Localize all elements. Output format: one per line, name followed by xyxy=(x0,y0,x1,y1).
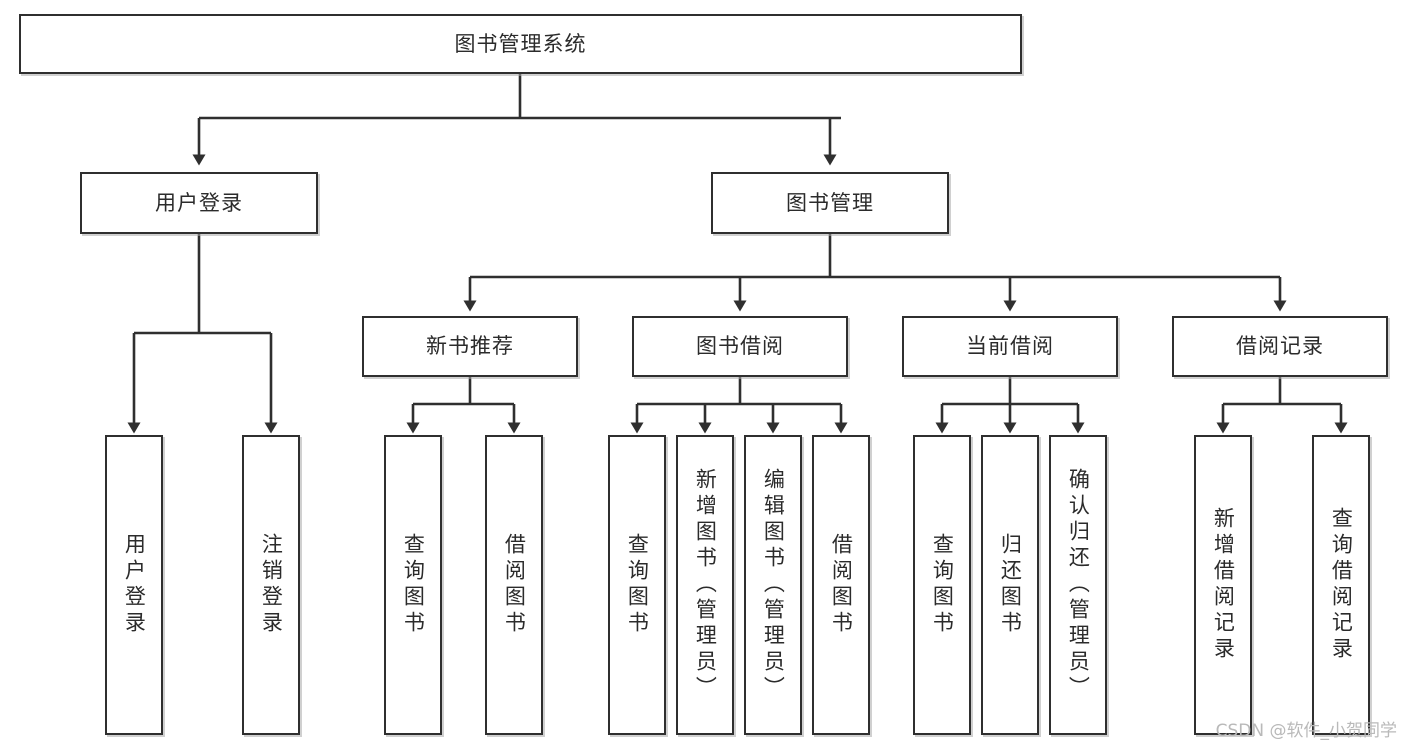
node-new-book-recommend[interactable]: 新书推荐 xyxy=(362,316,578,377)
node-book-management-label: 图书管理 xyxy=(786,190,874,215)
leaf-query-book-current[interactable]: 查询图书 xyxy=(913,435,971,735)
leaf-query-book-borrow-label: 查询图书 xyxy=(625,533,650,637)
leaf-add-book-admin[interactable]: 新增图书（管理员） xyxy=(676,435,734,735)
node-borrow-record-label: 借阅记录 xyxy=(1236,334,1324,359)
node-borrow-record[interactable]: 借阅记录 xyxy=(1172,316,1388,377)
leaf-logout-label: 注销登录 xyxy=(259,533,284,637)
leaf-query-book-current-label: 查询图书 xyxy=(930,533,955,637)
watermark: CSDN @软件_小贺同学 xyxy=(1215,721,1397,741)
node-user-login[interactable]: 用户登录 xyxy=(80,172,318,234)
leaf-add-book-admin-label: 新增图书（管理员） xyxy=(693,468,718,702)
node-book-borrow-label: 图书借阅 xyxy=(696,334,784,359)
leaf-query-book-recommend-label: 查询图书 xyxy=(401,533,426,637)
leaf-query-book-borrow[interactable]: 查询图书 xyxy=(608,435,666,735)
node-book-management[interactable]: 图书管理 xyxy=(711,172,949,234)
leaf-query-book-recommend[interactable]: 查询图书 xyxy=(384,435,442,735)
node-new-book-recommend-label: 新书推荐 xyxy=(426,334,514,359)
leaf-confirm-return-admin[interactable]: 确认归还（管理员） xyxy=(1049,435,1107,735)
leaf-logout[interactable]: 注销登录 xyxy=(242,435,300,735)
leaf-query-borrow-record-label: 查询借阅记录 xyxy=(1329,507,1354,663)
leaf-query-borrow-record[interactable]: 查询借阅记录 xyxy=(1312,435,1370,735)
node-book-borrow[interactable]: 图书借阅 xyxy=(632,316,848,377)
leaf-borrow-book-recommend[interactable]: 借阅图书 xyxy=(485,435,543,735)
node-user-login-label: 用户登录 xyxy=(155,190,243,215)
leaf-edit-book-admin[interactable]: 编辑图书（管理员） xyxy=(744,435,802,735)
leaf-add-borrow-record-label: 新增借阅记录 xyxy=(1211,507,1236,663)
node-root-label: 图书管理系统 xyxy=(454,31,587,56)
node-root[interactable]: 图书管理系统 xyxy=(19,14,1022,74)
leaf-user-login-label: 用户登录 xyxy=(122,533,147,637)
leaf-add-borrow-record[interactable]: 新增借阅记录 xyxy=(1194,435,1252,735)
leaf-user-login[interactable]: 用户登录 xyxy=(105,435,163,735)
leaf-confirm-return-admin-label: 确认归还（管理员） xyxy=(1066,468,1091,702)
leaf-return-book[interactable]: 归还图书 xyxy=(981,435,1039,735)
node-current-borrow[interactable]: 当前借阅 xyxy=(902,316,1118,377)
leaf-edit-book-admin-label: 编辑图书（管理员） xyxy=(761,468,786,702)
leaf-borrow-book[interactable]: 借阅图书 xyxy=(812,435,870,735)
node-current-borrow-label: 当前借阅 xyxy=(966,334,1054,359)
leaf-borrow-book-recommend-label: 借阅图书 xyxy=(502,533,527,637)
leaf-borrow-book-label: 借阅图书 xyxy=(829,533,854,637)
leaf-return-book-label: 归还图书 xyxy=(998,533,1023,637)
